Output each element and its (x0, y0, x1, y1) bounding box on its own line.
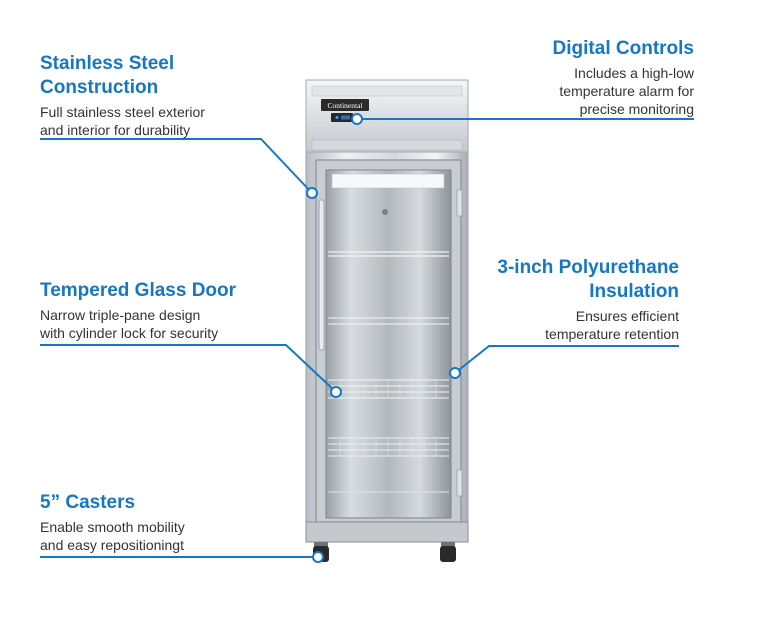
caster-right (440, 542, 456, 562)
cabinet-base (305, 521, 469, 543)
callout-title: Digital Controls (552, 38, 694, 59)
hinge-bottom (456, 469, 463, 497)
callout-tempered-glass: Tempered Glass Door Narrow triple-pane d… (40, 279, 290, 342)
callout-title: 3-inch Polyurethane Insulation (497, 257, 679, 302)
door-handle (318, 199, 325, 351)
shelf-1 (328, 251, 449, 257)
callout-title: Tempered Glass Door (40, 280, 237, 301)
callout-insulation: 3-inch Polyurethane Insulation Ensures e… (470, 256, 679, 343)
callout-stainless-steel: Stainless Steel Construction Full stainl… (40, 52, 280, 139)
callout-description: Includes a high-low temperature alarm fo… (559, 65, 694, 117)
callout-description: Ensures efficient temperature retention (545, 308, 679, 342)
dot-glass (330, 386, 342, 398)
dot-insulation (449, 367, 461, 379)
brand-plate (321, 99, 369, 111)
callout-title: Stainless Steel Construction (40, 53, 175, 98)
glass-panel (325, 169, 452, 519)
leader-glass (40, 344, 337, 393)
callout-title: 5” Casters (40, 492, 136, 513)
shelf-2 (328, 317, 449, 325)
leader-insulation (454, 345, 679, 374)
brand-label: Continental (328, 101, 363, 110)
shelf-4 (328, 437, 449, 457)
callout-digital-controls: Digital Controls Includes a high-low tem… (494, 37, 694, 118)
dot-casters (312, 551, 324, 563)
shelf-3 (328, 379, 449, 399)
dot-steel (306, 187, 318, 199)
dot-digital (351, 113, 363, 125)
leader-steel (40, 138, 313, 194)
hinge-top (456, 189, 463, 217)
callout-description: Narrow triple-pane design with cylinder … (40, 307, 219, 341)
callout-casters: 5” Casters Enable smooth mobility and ea… (40, 491, 280, 554)
callout-description: Enable smooth mobility and easy repositi… (40, 519, 185, 553)
callout-description: Full stainless steel exterior and interi… (40, 104, 205, 138)
